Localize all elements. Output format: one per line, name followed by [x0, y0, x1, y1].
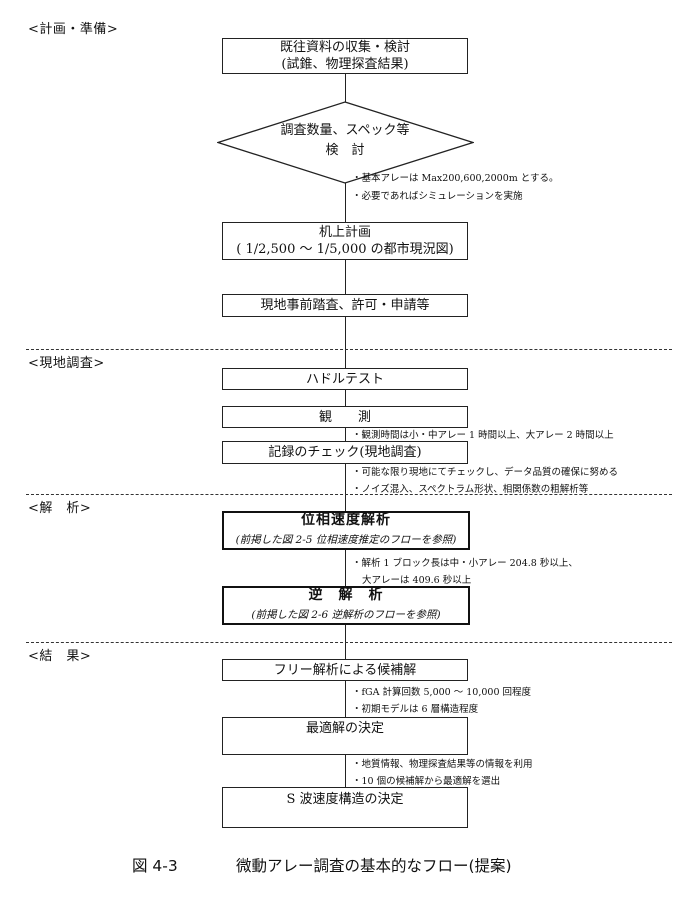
note-geological-info: ・地質情報、物理探査結果等の情報を利用: [352, 759, 533, 770]
note-fga-count: ・fGA 計算回数 5,000 ～ 10,000 回程度: [352, 687, 532, 698]
note-observation-time: ・観測時間は小・中アレー 1 時間以上、大アレー 2 時間以上: [352, 430, 614, 441]
step-title: 机上計画: [318, 225, 371, 240]
step-site-survey: 現地事前踏査、許可・申請等: [222, 294, 468, 317]
section-label-field: <現地調査>: [28, 356, 105, 371]
section-label-analysis: <解 析>: [28, 501, 92, 516]
note-initial-model: ・初期モデルは 6 層構造程度: [352, 704, 479, 715]
step-record-check: 記録のチェック(現地調査): [222, 441, 468, 464]
note-basic-array: ・基本アレーは Max200,600,2000m とする。: [352, 173, 559, 184]
section-label-plan: <計画・準備>: [28, 22, 119, 37]
step-s-wave-structure: S 波速度構造の決定: [222, 787, 468, 828]
decision-text: 調査数量、スペック等 検 討: [280, 123, 410, 158]
note-simulation: ・必要であればシミュレーションを実施: [352, 191, 523, 202]
note-large-array: 大アレーは 409.6 秒以上: [362, 575, 472, 586]
step-free-analysis: フリー解析による候補解: [222, 659, 468, 681]
step-best-solution: 最適解の決定: [222, 717, 468, 755]
section-divider: [26, 349, 672, 350]
step-title: 逆 解 析: [308, 587, 384, 603]
decision-diamond: [217, 101, 474, 184]
step-inverse-analysis: 逆 解 析 (前掲した図 2-6 逆解析のフローを参照): [222, 586, 470, 625]
step-title: 既往資料の収集・検討: [279, 40, 410, 55]
step-observation: 観 測: [222, 406, 468, 428]
note-select-best: ・10 個の候補解から最適解を選出: [352, 776, 501, 787]
section-label-result: <結 果>: [28, 649, 92, 664]
section-divider: [26, 494, 672, 495]
note-data-quality: ・可能な限り現地にてチェックし、データ品質の確保に努める: [352, 467, 619, 478]
section-divider: [26, 642, 672, 643]
step-subtitle: (前掲した図 2-6 逆解析のフローを参照): [251, 609, 441, 621]
figure-title: 微動アレー調査の基本的なフロー(提案): [236, 857, 512, 875]
step-subtitle: ( 1/2,500 ～ 1/5,000 の都市現況図): [236, 242, 454, 257]
step-desk-plan: 机上計画 ( 1/2,500 ～ 1/5,000 の都市現況図): [222, 222, 468, 260]
figure-number: 図 4-3: [132, 857, 178, 875]
step-collect-materials: 既往資料の収集・検討 (試錐、物理探査結果): [222, 38, 468, 74]
step-phase-velocity-analysis: 位相速度解析 (前掲した図 2-5 位相速度推定のフローを参照): [222, 511, 470, 550]
step-title: 位相速度解析: [301, 512, 391, 528]
step-subtitle: (試錐、物理探査結果): [281, 57, 409, 72]
step-hurdle-test: ハドルテスト: [222, 368, 468, 390]
step-subtitle: (前掲した図 2-5 位相速度推定のフローを参照): [235, 534, 457, 546]
note-noise-analysis: ・ノイズ混入、スペクトラム形状、相関係数の粗解析等: [352, 484, 589, 495]
note-block-length: ・解析 1 ブロック長は中・小アレー 204.8 秒以上、: [352, 558, 578, 569]
flow-connector-line: [345, 71, 346, 787]
